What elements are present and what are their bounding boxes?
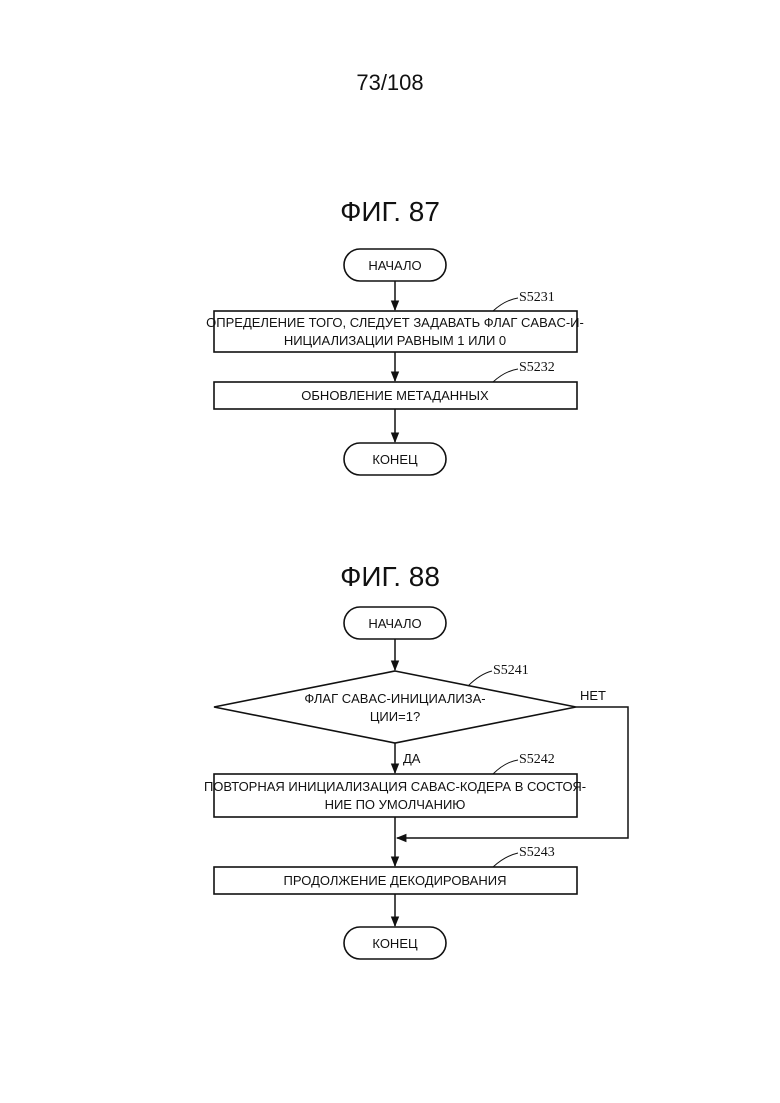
- fig87-s5232-leader: [493, 369, 518, 382]
- fig88-s5243-line-1: ПРОДОЛЖЕНИЕ ДЕКОДИРОВАНИЯ: [284, 873, 507, 888]
- fig87-end-text: КОНЕЦ: [372, 452, 418, 467]
- fig88-s5242-leader: [493, 760, 518, 774]
- fig87-start-text: НАЧАЛО: [368, 258, 421, 273]
- fig88-s5241-leader: [468, 671, 492, 686]
- fig88-s5242-label: S5242: [519, 752, 555, 767]
- fig88-start-text: НАЧАЛО: [368, 616, 421, 631]
- fig87-s5232-line-1: ОБНОВЛЕНИЕ МЕТАДАННЫХ: [301, 388, 489, 403]
- fig87-end-terminal: КОНЕЦ: [344, 443, 446, 475]
- fig88-end-text: КОНЕЦ: [372, 936, 418, 951]
- fig88-yes-label: ДА: [403, 751, 421, 766]
- figure-87-flowchart: НАЧАЛО ОПРЕДЕЛЕНИЕ ТОГО, СЛЕДУЕТ ЗАДАВАТ…: [206, 249, 584, 475]
- fig88-s5242-line-2: НИЕ ПО УМОЛЧАНИЮ: [325, 797, 466, 812]
- fig87-s5231-line-1: ОПРЕДЕЛЕНИЕ ТОГО, СЛЕДУЕТ ЗАДАВАТЬ ФЛАГ …: [206, 315, 584, 330]
- fig88-decision-s5241: ФЛАГ CABAC-ИНИЦИАЛИЗА- ЦИИ=1? S5241: [214, 663, 576, 743]
- fig88-s5241-line-2: ЦИИ=1?: [370, 709, 420, 724]
- figure-88-flowchart: НАЧАЛО ФЛАГ CABAC-ИНИЦИАЛИЗА- ЦИИ=1? S52…: [204, 607, 628, 959]
- fig88-no-label: НЕТ: [580, 688, 606, 703]
- fig88-s5243-label: S5243: [519, 845, 555, 860]
- fig88-s5241-label: S5241: [493, 663, 529, 678]
- fig88-start-terminal: НАЧАЛО: [344, 607, 446, 639]
- fig88-s5243-leader: [493, 853, 518, 867]
- fig88-s5241-line-1: ФЛАГ CABAC-ИНИЦИАЛИЗА-: [304, 691, 485, 706]
- fig87-s5231-line-2: НИЦИАЛИЗАЦИИ РАВНЫМ 1 ИЛИ 0: [284, 333, 506, 348]
- fig87-s5232-label: S5232: [519, 360, 555, 375]
- fig87-s5231-leader: [493, 298, 518, 311]
- fig87-start-terminal: НАЧАЛО: [344, 249, 446, 281]
- fig87-s5231-label: S5231: [519, 290, 555, 305]
- fig88-s5242-line-1: ПОВТОРНАЯ ИНИЦИАЛИЗАЦИЯ CABAC-КОДЕРА В С…: [204, 779, 586, 794]
- fig88-end-terminal: КОНЕЦ: [344, 927, 446, 959]
